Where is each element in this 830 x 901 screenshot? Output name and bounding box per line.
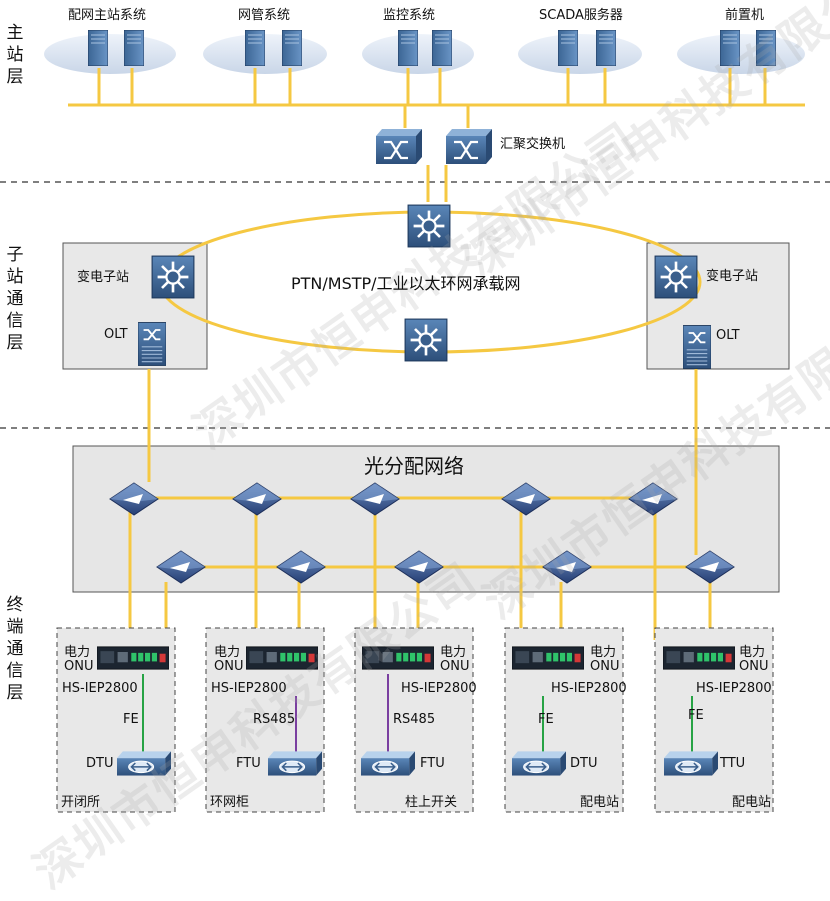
ring-router-top <box>407 204 451 248</box>
diagram-canvas <box>0 30 830 813</box>
onu-model: HS-IEP2800 <box>551 681 627 696</box>
onu-model: HS-IEP2800 <box>696 681 772 696</box>
device-label: TTU <box>720 756 746 771</box>
layer-label-terminal: 终端通信层 <box>6 595 24 703</box>
master-servers <box>88 30 776 66</box>
site-label: 配电站 <box>732 795 772 810</box>
substation-router-right <box>654 255 698 299</box>
right-substation-label: 变电子站 <box>706 269 759 284</box>
layer-label-substation: 子站通信层 <box>6 245 24 353</box>
olt-right-label: OLT <box>716 328 740 343</box>
device-label: DTU <box>86 756 114 771</box>
ring-label: PTN/MSTP/工业以太环网承载网 <box>291 274 521 293</box>
master-station-clouds <box>44 34 805 74</box>
onu-label: 电力 ONU <box>739 645 769 674</box>
site-label: 柱上开关 <box>405 795 458 810</box>
master-bus <box>68 68 805 202</box>
olt-right <box>683 325 711 369</box>
aggregation-switch-2 <box>446 128 492 164</box>
master-system-label: 监控系统 <box>383 8 436 23</box>
onu-label: 电力 ONU <box>440 645 470 674</box>
device-label: FTU <box>236 756 261 771</box>
substation-router-left <box>151 255 195 299</box>
onu-model: HS-IEP2800 <box>62 681 138 696</box>
olt-left <box>138 322 166 366</box>
site-label: 环网柜 <box>210 795 250 810</box>
olt-left-label: OLT <box>104 327 128 342</box>
link-label: FE <box>123 712 139 727</box>
link-label: RS485 <box>253 712 296 727</box>
aggregation-switch-label: 汇聚交换机 <box>500 137 566 152</box>
optical-network-title: 光分配网络 <box>364 454 464 478</box>
onu-model: HS-IEP2800 <box>401 681 477 696</box>
ring-router-bottom <box>404 318 448 362</box>
site-label: 配电站 <box>580 795 620 810</box>
layer-label-master: 主站层 <box>6 23 24 87</box>
onu-label: 电力 ONU <box>64 645 94 674</box>
site-label: 开闭所 <box>61 795 101 810</box>
aggregation-switch-1 <box>376 128 422 164</box>
master-system-label: 配网主站系统 <box>68 8 147 23</box>
master-system-label: 前置机 <box>725 8 765 23</box>
master-system-label: 网管系统 <box>238 8 291 23</box>
link-label: RS485 <box>393 712 436 727</box>
device-label: DTU <box>570 756 598 771</box>
device-label: FTU <box>420 756 445 771</box>
master-system-label: SCADA服务器 <box>539 8 623 23</box>
onu-model: HS-IEP2800 <box>211 681 287 696</box>
terminal-links <box>142 674 693 752</box>
onu-label: 电力 ONU <box>214 645 244 674</box>
left-substation-label: 变电子站 <box>77 270 130 285</box>
link-label: FE <box>688 708 704 723</box>
onu-devices <box>97 646 735 670</box>
diagram-graphics <box>0 30 830 813</box>
link-label: FE <box>538 712 554 727</box>
onu-label: 电力 ONU <box>590 645 620 674</box>
